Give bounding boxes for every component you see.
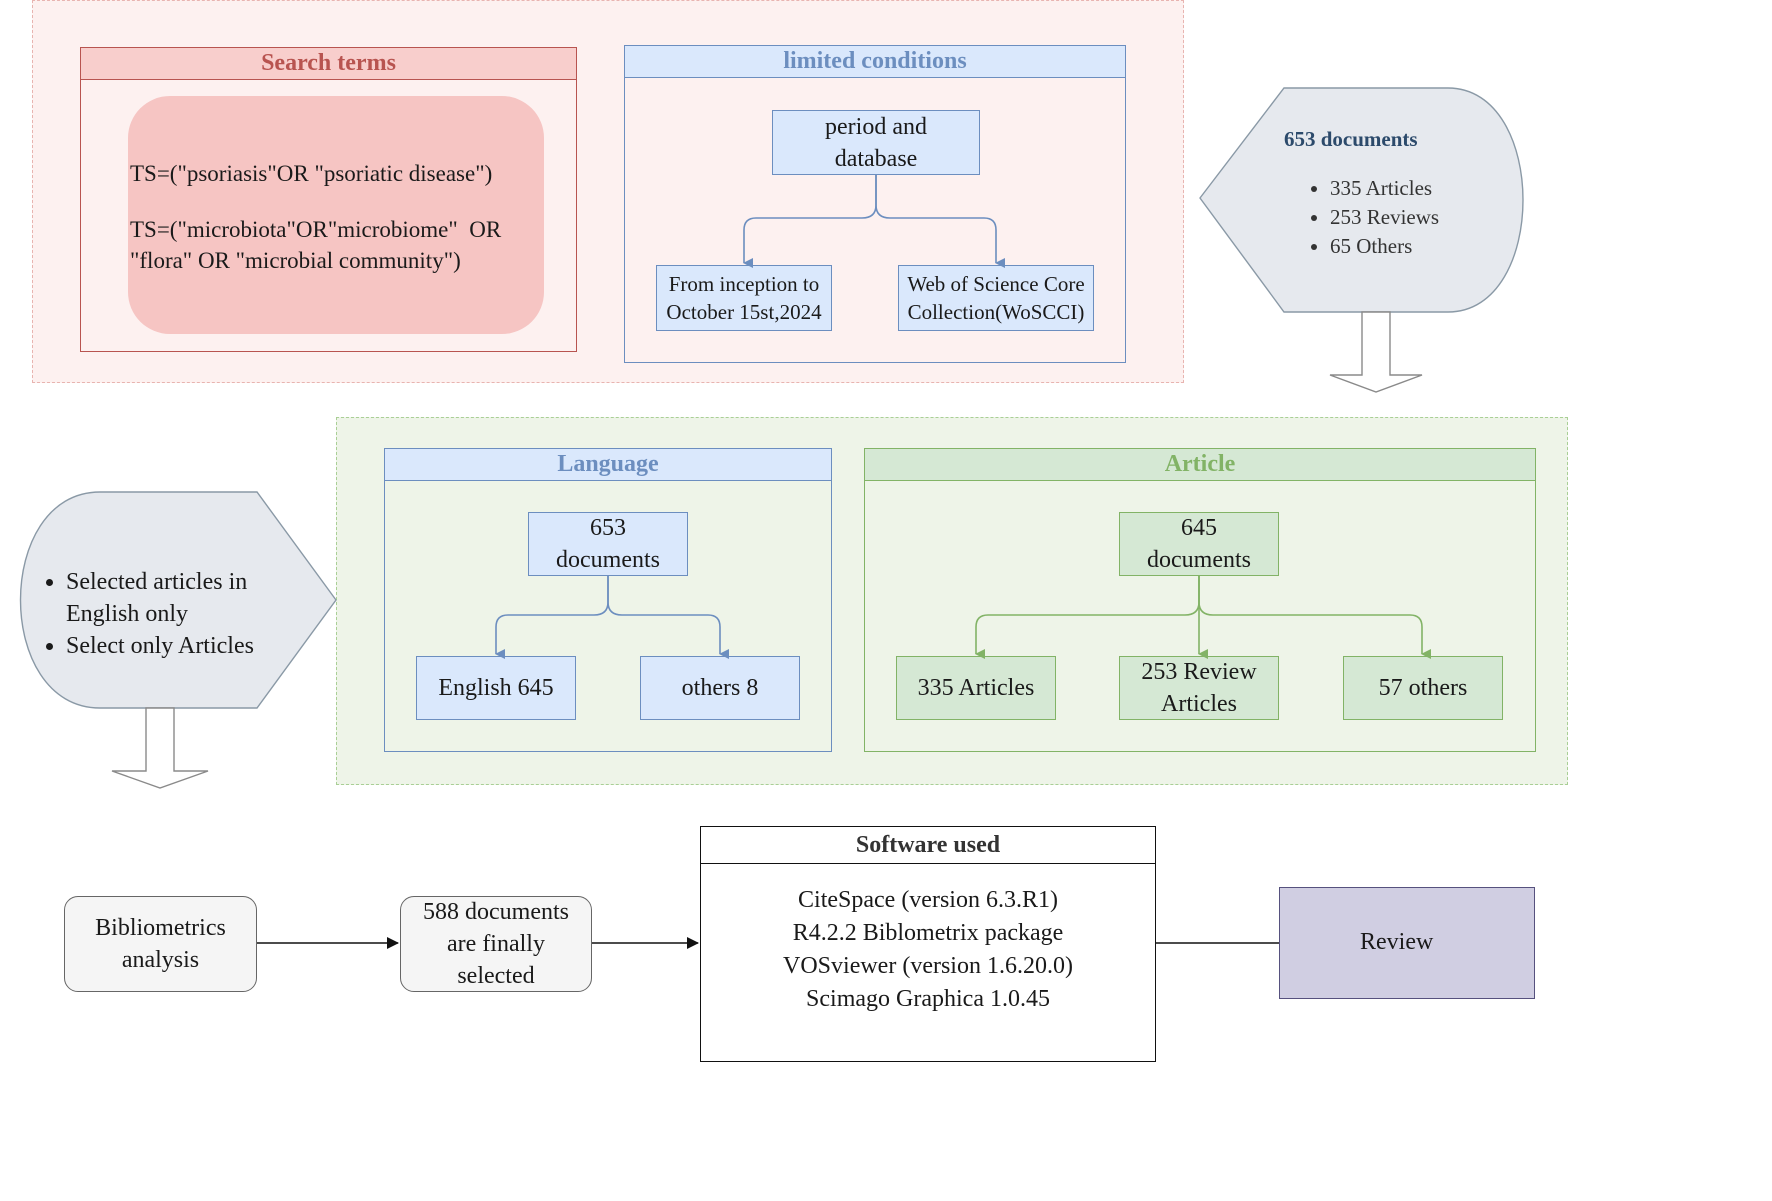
final-selection-box: 588 documents are finally selected	[400, 896, 592, 992]
summary-callout-shape	[1199, 87, 1524, 313]
language-total-box: 653 documents	[528, 512, 688, 576]
search-term-2-line2: "flora" OR "microbial community")	[130, 248, 461, 273]
period-database-box: period and database	[772, 110, 980, 175]
diagram-connectors	[19, 87, 1524, 970]
search-terms-box	[128, 96, 544, 334]
selection-callout-shape	[19, 491, 337, 709]
software-list: CiteSpace (version 6.3.R1) R4.2.2 Biblom…	[701, 884, 1155, 1016]
search-term-1: TS=("psoriasis"OR "psoriatic disease")	[130, 161, 493, 186]
bibliometrics-analysis-box: Bibliometrics analysis	[64, 896, 257, 992]
final-selection-line1: 588 documents	[423, 899, 569, 925]
final-selection-line3: selected	[457, 963, 535, 989]
other-types-box: 57 others	[1343, 656, 1503, 720]
review-box	[1279, 887, 1535, 999]
selection-callout: Selected articles in English only Select…	[20, 566, 310, 662]
software-panel: Software used CiteSpace (version 6.3.R1)…	[700, 826, 1156, 1062]
bibliometrics-line2: analysis	[121, 947, 200, 973]
summary-item-articles: 335 Articles	[1330, 174, 1514, 203]
summary-item-reviews: 253 Reviews	[1330, 203, 1514, 232]
inception-date-box: From inception to October 15st,2024	[656, 265, 832, 331]
period-to-inception-connector	[743, 175, 877, 268]
wos-database-line2: Collection(WoSCCI)	[907, 300, 1085, 324]
software-item-citespace: CiteSpace (version 6.3.R1)	[798, 887, 1058, 913]
software-title: Software used	[701, 827, 1155, 864]
down-arrow-left	[111, 707, 209, 789]
article-total-count: 645	[1181, 515, 1217, 541]
inception-date-line2: October 15st,2024	[666, 300, 822, 324]
review-articles-line2: Articles	[1161, 691, 1237, 717]
review-articles-box: 253 Review Articles	[1119, 656, 1279, 720]
english-box: English 645	[416, 656, 576, 720]
summary-item-others: 65 Others	[1330, 232, 1514, 261]
articles-count-box: 335 Articles	[896, 656, 1056, 720]
summary-callout: 653 documents 335 Articles 253 Reviews 6…	[1284, 124, 1514, 261]
search-term-2-line1: TS=("microbiota"OR"microbiome" OR	[130, 217, 502, 242]
language-title: Language	[385, 449, 831, 481]
period-database-line1: period and	[825, 113, 927, 140]
summary-callout-title: 653 documents	[1284, 127, 1418, 151]
period-database-line2: database	[834, 145, 918, 172]
other-languages-box: others 8	[640, 656, 800, 720]
review-label: Review	[1360, 929, 1434, 955]
software-item-scimago: Scimago Graphica 1.0.45	[806, 986, 1050, 1012]
article-to-articles-connector	[975, 576, 1200, 659]
selection-item-articles: Select only Articles	[66, 630, 310, 662]
software-item-bibliometrix: R4.2.2 Biblometrix package	[792, 920, 1064, 946]
article-title: Article	[865, 449, 1535, 481]
software-item-vosviewer: VOSviewer (version 1.6.20.0)	[783, 953, 1073, 979]
selection-item-english: Selected articles in English only	[66, 566, 310, 630]
language-to-english-connector	[495, 576, 609, 659]
down-arrow-right	[1329, 311, 1423, 393]
language-total-count: 653	[590, 515, 626, 541]
article-to-others-connector	[1198, 576, 1431, 659]
language-total-label: documents	[556, 547, 660, 573]
period-to-wos-connector	[875, 175, 1005, 268]
search-terms-panel: Search terms TS=("psoriasis"OR "psoriati…	[80, 47, 577, 352]
wos-database-line1: Web of Science Core	[907, 272, 1085, 296]
search-terms-title: Search terms	[81, 48, 576, 80]
limited-conditions-title: limited conditions	[625, 46, 1125, 78]
language-to-others-connector	[607, 576, 729, 659]
wos-database-box: Web of Science Core Collection(WoSCCI)	[898, 265, 1094, 331]
final-selection-line2: are finally	[447, 931, 545, 957]
bibliometrics-line1: Bibliometrics	[95, 915, 226, 941]
article-total-label: documents	[1147, 547, 1251, 573]
inception-date-line1: From inception to	[668, 272, 820, 296]
article-total-box: 645 documents	[1119, 512, 1279, 576]
review-articles-line1: 253 Review	[1141, 659, 1257, 685]
